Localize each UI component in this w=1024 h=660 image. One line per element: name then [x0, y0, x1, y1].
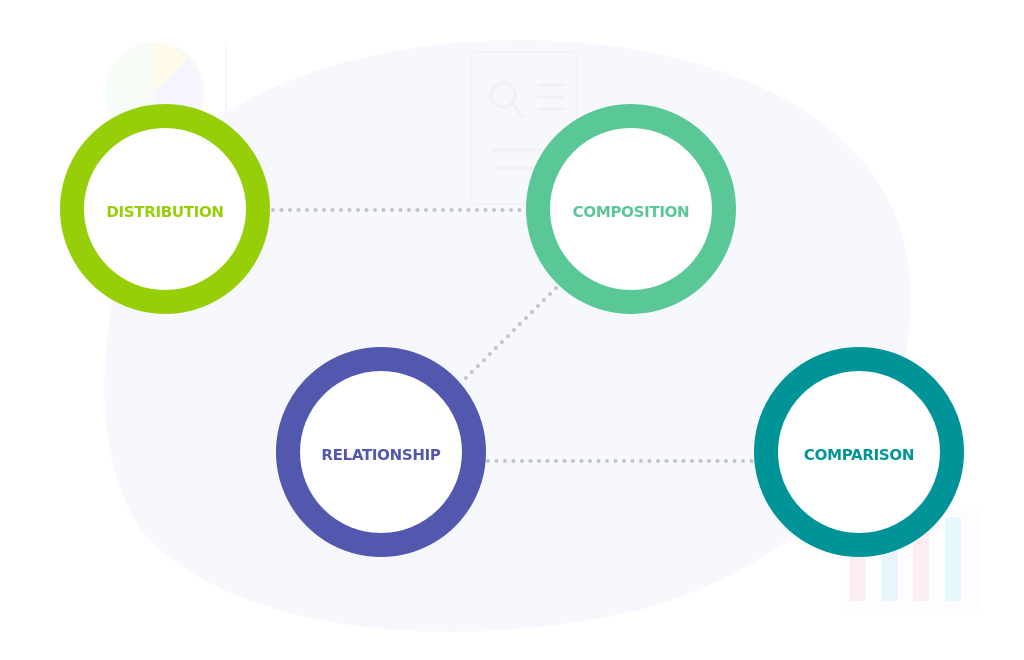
node-ring — [276, 347, 486, 557]
node-ring — [754, 347, 964, 557]
node-label: COMPOSITION — [573, 203, 690, 221]
node-relationship[interactable]: RELATIONSHIP — [276, 347, 486, 557]
node-label: RELATIONSHIP — [321, 446, 441, 464]
node-ring — [60, 104, 270, 314]
node-distribution[interactable]: DISTRIBUTION — [60, 104, 270, 314]
node-label: DISTRIBUTION — [106, 203, 223, 221]
node-composition[interactable]: COMPOSITION — [526, 104, 736, 314]
connectors — [271, 208, 754, 463]
node-comparison[interactable]: COMPARISON — [754, 347, 964, 557]
node-ring — [526, 104, 736, 314]
node-label: COMPARISON — [804, 446, 914, 464]
connector-composition-relationship — [460, 286, 558, 384]
